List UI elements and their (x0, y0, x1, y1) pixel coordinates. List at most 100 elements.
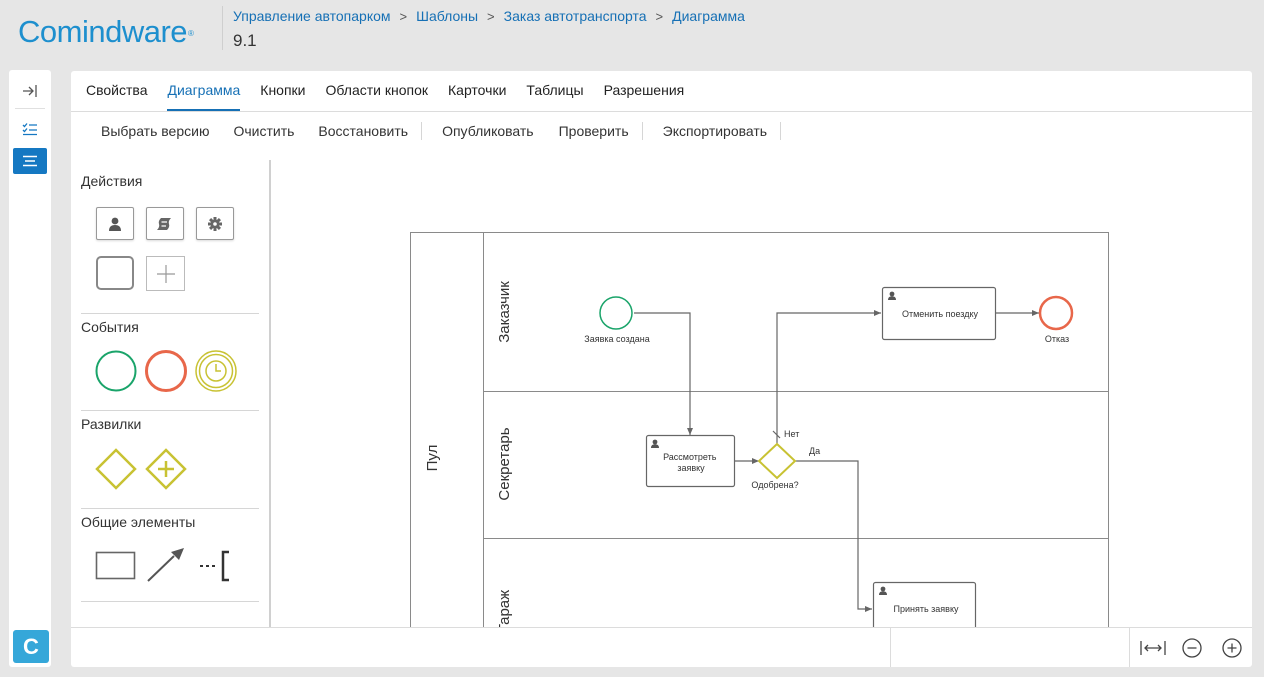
plus-icon (156, 264, 175, 283)
common-tools (95, 548, 229, 582)
breadcrumb: Управление автопарком > Шаблоны > Заказ … (233, 8, 745, 24)
service-task-tool[interactable] (196, 207, 234, 240)
restore-button[interactable]: Восстановить (318, 123, 409, 139)
clear-button[interactable]: Очистить (233, 123, 295, 139)
start-event-label: Заявка создана (584, 334, 649, 344)
diagram-toolbar: Выбрать версию Очистить Восстановить Опу… (89, 117, 782, 145)
tab-button-areas[interactable]: Области кнопок (325, 82, 429, 98)
fit-width-icon (1140, 641, 1166, 655)
pool[interactable] (410, 232, 1109, 628)
rectangle-tool[interactable] (95, 551, 136, 580)
flow-start-to-review[interactable] (634, 312, 693, 435)
task-cancel-trip[interactable] (881, 286, 997, 341)
flow-label-no: Нет (784, 429, 799, 439)
diagram-canvas[interactable]: Пул Заказчик Секретарь Гараж Нет Да Заяв… (272, 112, 1251, 627)
chevron-right-icon: > (399, 8, 408, 24)
events-tools (95, 350, 237, 392)
clock-icon (205, 360, 227, 382)
gateway-approved[interactable] (757, 442, 797, 480)
tab-cards[interactable]: Карточки (448, 82, 507, 98)
end-event[interactable] (1038, 295, 1074, 331)
breadcrumb-item-fleet[interactable]: Управление автопарком (233, 8, 391, 24)
left-rail (9, 70, 51, 667)
publish-button[interactable]: Опубликовать (442, 123, 534, 139)
footer-divider (1129, 628, 1130, 667)
flow-gateway-no[interactable] (776, 310, 881, 444)
palette-divider (81, 410, 259, 411)
checklist-icon (22, 123, 37, 136)
lane-label-secretary: Секретарь (496, 427, 513, 500)
task-cancel-trip-label: Отменить поездку (902, 309, 979, 319)
arrow-tool[interactable] (147, 548, 184, 582)
tab-bar: Свойства Диаграмма Кнопки Области кнопок… (71, 71, 689, 111)
breadcrumb-item-order[interactable]: Заказ автотранспорта (503, 8, 647, 24)
zoom-in-icon (1222, 638, 1242, 658)
tab-buttons[interactable]: Кнопки (260, 82, 306, 98)
annotation-tool[interactable] (200, 550, 229, 582)
lane-label-garage: Гараж (496, 590, 513, 627)
chevron-right-icon: > (655, 8, 664, 24)
app-badge[interactable]: C (13, 630, 49, 663)
expand-panel-icon (23, 85, 37, 97)
task-accept-request[interactable] (872, 581, 977, 628)
task-review-request-label: Рассмотреть заявку (663, 452, 719, 473)
palette-common-title: Общие элементы (81, 514, 196, 530)
gateway-label: Одобрена? (751, 480, 798, 490)
breadcrumb-item-diagram[interactable]: Диаграмма (672, 8, 745, 24)
toolbar-divider (421, 122, 423, 140)
pool-label: Пул (424, 445, 441, 472)
subprocess-tool[interactable] (96, 256, 134, 290)
end-event-label: Отказ (1045, 334, 1069, 344)
gateway-tools (95, 448, 187, 490)
chevron-right-icon: > (487, 8, 495, 24)
parallel-gateway-tool[interactable] (145, 448, 187, 490)
user-task-icon (109, 217, 121, 231)
start-event[interactable] (599, 296, 633, 330)
fit-width-button[interactable] (1139, 634, 1167, 662)
user-task-tool[interactable] (96, 207, 134, 240)
header-divider (222, 6, 223, 50)
tab-permissions[interactable]: Разрешения (603, 82, 685, 98)
task-review-request[interactable] (645, 434, 736, 488)
palette-divider (81, 601, 259, 602)
exclusive-gateway-tool[interactable] (95, 448, 137, 490)
breadcrumb-item-templates[interactable]: Шаблоны (416, 8, 479, 24)
tab-diagram[interactable]: Диаграмма (167, 71, 241, 111)
tabs-divider (71, 111, 1252, 112)
footer-divider (71, 627, 1252, 628)
timer-event-tool[interactable] (195, 350, 237, 392)
toolbar-divider (780, 122, 782, 140)
palette-actions-title: Действия (81, 173, 143, 189)
checklist-button[interactable] (13, 116, 47, 142)
lane-label-customer: Заказчик (496, 281, 513, 343)
script-task-tool[interactable] (146, 207, 184, 240)
footer-divider (890, 628, 891, 667)
zoom-in-button[interactable] (1218, 634, 1246, 662)
designer-panel: Свойства Диаграмма Кнопки Области кнопок… (71, 71, 1252, 667)
export-button[interactable]: Экспортировать (662, 123, 768, 139)
tab-properties[interactable]: Свойства (86, 82, 148, 98)
add-element-tool[interactable] (146, 256, 185, 291)
palette-divider (81, 313, 259, 314)
list-button[interactable] (13, 148, 47, 174)
flow-gateway-yes[interactable] (795, 460, 872, 612)
zoom-out-icon (1182, 638, 1202, 658)
palette-events-title: События (81, 319, 139, 335)
palette-splitter[interactable] (269, 160, 271, 628)
list-icon (23, 155, 37, 167)
palette-gateways-title: Развилки (81, 416, 142, 432)
palette-divider (81, 508, 259, 509)
task-accept-request-label: Принять заявку (894, 604, 959, 614)
default-flow-mark (772, 430, 781, 439)
tab-tables[interactable]: Таблицы (526, 82, 584, 98)
end-event-tool[interactable] (145, 350, 187, 392)
flow-label-yes: Да (809, 446, 820, 456)
gear-icon (208, 216, 222, 231)
app-logo: Comindware® (18, 14, 194, 49)
zoom-out-button[interactable] (1178, 634, 1206, 662)
script-task-icon (157, 217, 171, 230)
select-version-button[interactable]: Выбрать версию (101, 123, 210, 139)
validate-button[interactable]: Проверить (558, 123, 629, 139)
expand-panel-button[interactable] (13, 78, 47, 104)
start-event-tool[interactable] (95, 350, 137, 392)
